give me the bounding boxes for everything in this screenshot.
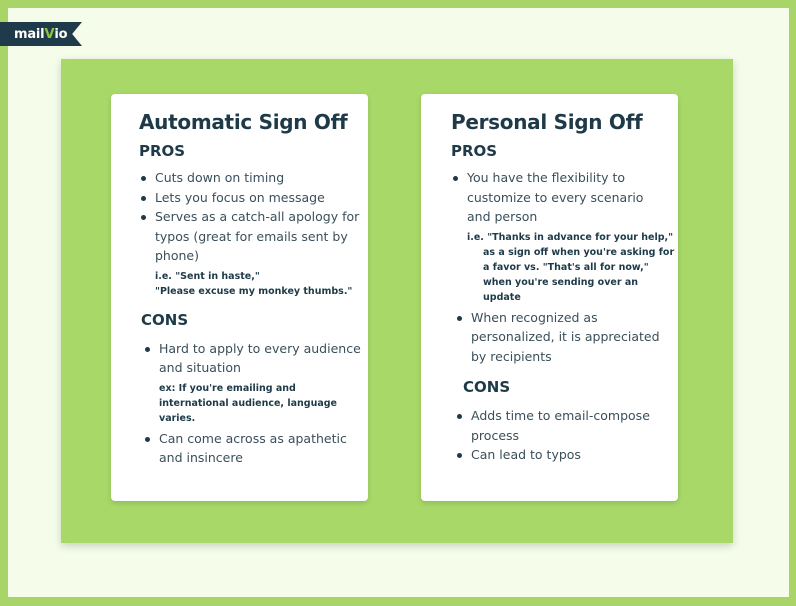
list-item: Can come across as apathetic and insince… <box>143 429 368 468</box>
logo-checkmark-v: V <box>44 26 55 42</box>
note-line: as a sign off when you're asking for a f… <box>483 246 675 303</box>
cons-list: Hard to apply to every audience and situ… <box>139 339 368 378</box>
list-item: When recognized as personalized, it is a… <box>455 308 671 367</box>
logo-text-post: io <box>54 26 68 42</box>
list-item: Serves as a catch-all apology for typos … <box>139 207 368 266</box>
logo-text-pre: mail <box>14 26 45 42</box>
pros-heading: PROS <box>139 142 186 160</box>
pros-list: You have the flexibility to customize to… <box>451 168 678 227</box>
cons-heading: CONS <box>141 310 189 329</box>
list-item: You have the flexibility to customize to… <box>451 168 657 227</box>
pros-list-continued: When recognized as personalized, it is a… <box>451 308 678 367</box>
pros-list: Cuts down on timing Lets you focus on me… <box>139 168 368 266</box>
cons-heading: CONS <box>463 378 511 396</box>
list-item: Lets you focus on message <box>139 188 368 208</box>
card-title: Automatic Sign Off <box>139 110 348 134</box>
card-automatic-sign-off: Automatic Sign Off PROS Cuts down on tim… <box>111 94 368 501</box>
list-item: Hard to apply to every audience and situ… <box>143 339 368 378</box>
list-item: Cuts down on timing <box>139 168 368 188</box>
pros-example-note: i.e. "Thanks in advance for your help," … <box>467 230 677 305</box>
cons-example-note: ex: If you're emailing and international… <box>159 382 337 424</box>
note-line: i.e. "Thanks in advance for your help," <box>467 231 674 243</box>
card-personal-sign-off: Personal Sign Off PROS You have the flex… <box>421 94 678 501</box>
pros-example-note: i.e. "Sent in haste," "Please excuse my … <box>155 269 368 299</box>
cons-list: Adds time to email-compose process Can l… <box>451 406 678 465</box>
card-title: Personal Sign Off <box>451 110 643 134</box>
pros-heading: PROS <box>451 142 498 160</box>
list-item: Can lead to typos <box>455 445 678 465</box>
cons-list-continued: Can come across as apathetic and insince… <box>139 429 368 468</box>
list-item: Adds time to email-compose process <box>455 406 671 445</box>
note-line: i.e. "Sent in haste," <box>155 270 260 282</box>
note-line: "Please excuse my monkey thumbs." <box>155 285 353 297</box>
